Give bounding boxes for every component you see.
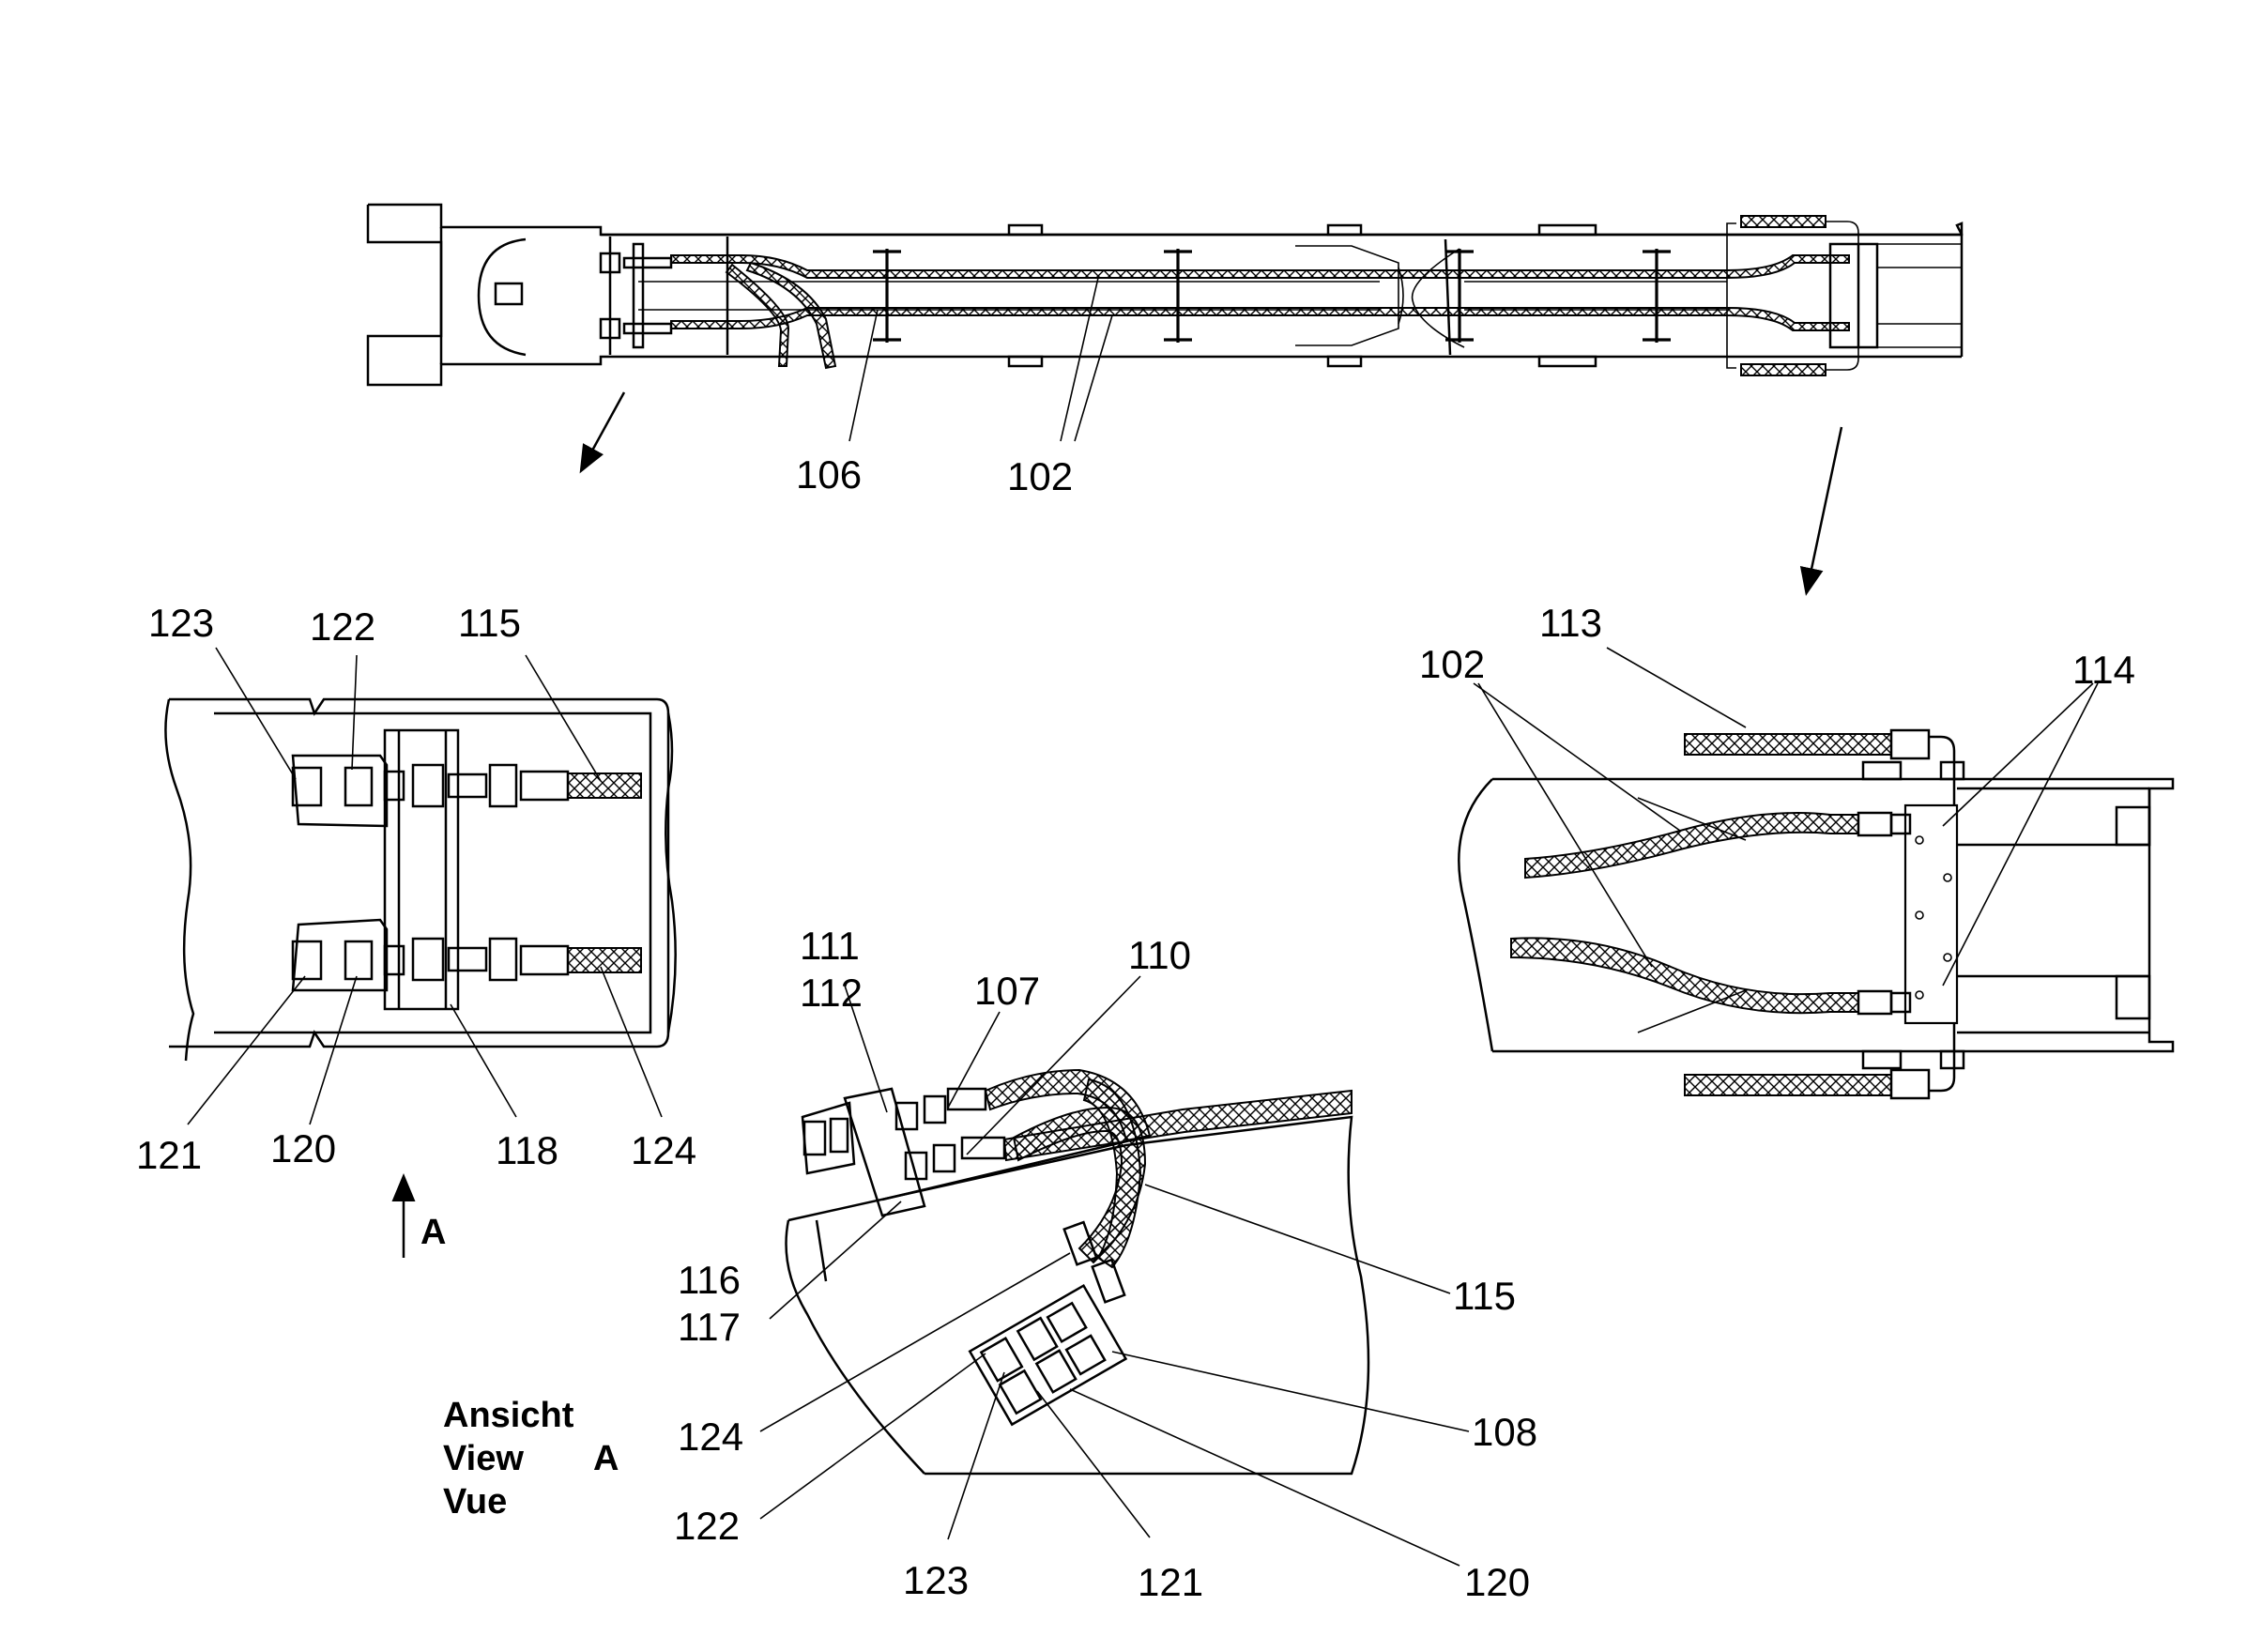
label-117: 117 bbox=[678, 1305, 741, 1349]
label-arrow-a: A bbox=[420, 1213, 446, 1252]
label-108: 108 bbox=[1472, 1410, 1537, 1454]
label-111: 111 bbox=[800, 924, 860, 968]
label-120-mid: 120 bbox=[1464, 1560, 1530, 1604]
front-end-detail bbox=[1458, 647, 2175, 1100]
label-120: 120 bbox=[270, 1126, 336, 1170]
view-caption-ansicht: Ansicht bbox=[443, 1396, 574, 1435]
label-115-left: 115 bbox=[458, 601, 521, 645]
label-121-mid: 121 bbox=[1138, 1560, 1203, 1604]
label-122: 122 bbox=[310, 604, 375, 649]
label-115-mid: 115 bbox=[1453, 1274, 1516, 1318]
label-107: 107 bbox=[974, 969, 1040, 1013]
label-110: 110 bbox=[1128, 933, 1191, 977]
perspective-detail bbox=[759, 975, 1470, 1567]
label-114: 114 bbox=[2072, 648, 2135, 692]
label-122-mid: 122 bbox=[674, 1504, 740, 1548]
label-116: 116 bbox=[678, 1258, 741, 1302]
label-102-top: 102 bbox=[1007, 454, 1073, 498]
label-113: 113 bbox=[1539, 601, 1602, 645]
label-118: 118 bbox=[496, 1128, 558, 1172]
label-121: 121 bbox=[136, 1133, 202, 1177]
label-102-right: 102 bbox=[1419, 642, 1485, 686]
view-caption-letter: A bbox=[593, 1439, 619, 1478]
view-caption-view: View bbox=[443, 1439, 524, 1478]
label-106: 106 bbox=[796, 452, 862, 497]
label-112: 112 bbox=[800, 971, 863, 1015]
view-caption-vue: Vue bbox=[443, 1482, 507, 1522]
view-a-detail bbox=[164, 647, 677, 1258]
label-124-mid: 124 bbox=[678, 1415, 743, 1459]
label-123: 123 bbox=[148, 601, 214, 645]
boom-overview bbox=[366, 203, 1964, 596]
label-124: 124 bbox=[631, 1128, 696, 1172]
label-123-mid: 123 bbox=[903, 1558, 969, 1602]
